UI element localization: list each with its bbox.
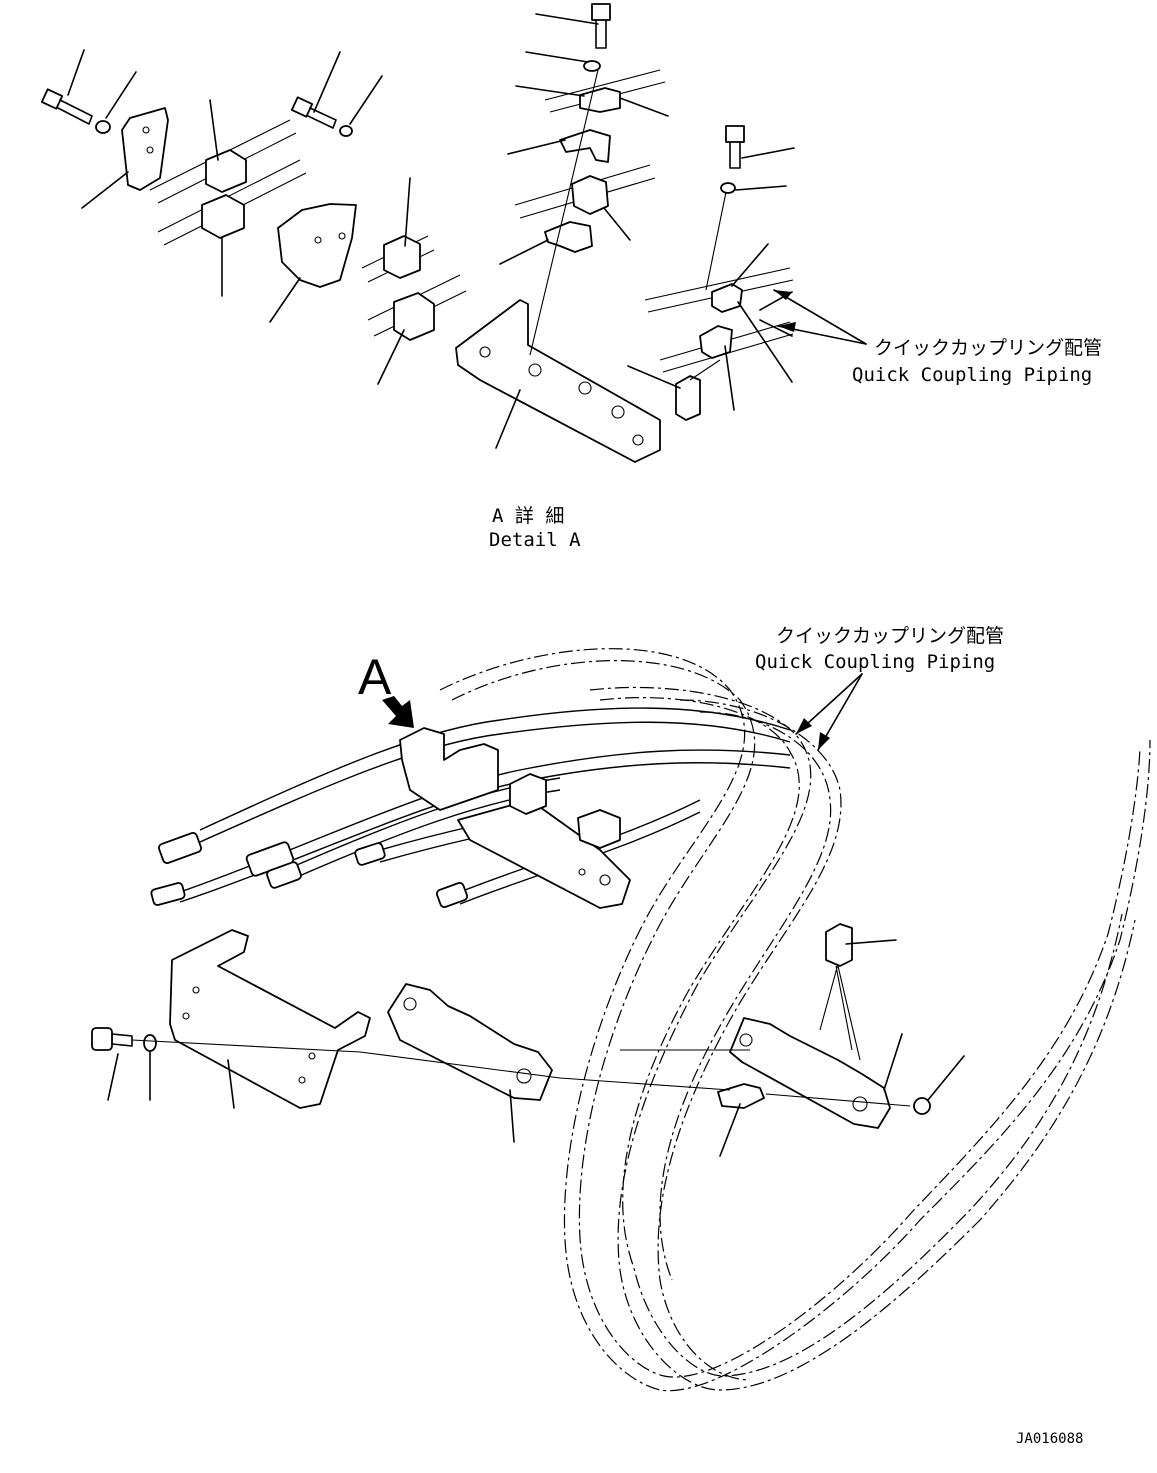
callout-lower-en: Quick Coupling Piping [755,651,995,673]
callout-arrows-upper [773,289,867,345]
hose-fittings [150,831,469,909]
clamp-saddle [544,221,593,253]
washer-lower [143,1034,157,1052]
clamp-right-upper [711,283,743,313]
clamp-block-lower [393,292,435,341]
washer-4 [720,182,736,194]
view-a-arrow [382,696,414,728]
spacer-lower [825,923,853,967]
clamp-block-center [383,235,421,279]
spacer-collar [675,375,701,421]
clamp-block-right [729,1017,891,1129]
bolt-lower [91,1027,133,1051]
bolt-2 [290,96,337,129]
washer-1 [95,120,111,134]
clamp-block-long [387,983,553,1101]
clamp-assembly-main [399,727,631,909]
bolt-3 [591,3,611,49]
clamp-right-lower [699,325,733,359]
bolt-4 [725,125,745,169]
washer-right [913,1097,931,1115]
leader-lines-detail [67,13,795,449]
clamp-collar [571,175,609,215]
drawing-id: JA016088 [1016,1431,1083,1447]
nut-lower [717,1083,765,1109]
callout-upper-jp: クイックカップリング配管 [874,337,1102,359]
detail-a-exploded-view [40,3,867,463]
detail-title-en: Detail A [489,529,581,551]
detail-title-jp: A 詳 細 [492,505,564,527]
bolt-1 [40,88,93,125]
bracket-left [121,107,169,191]
bracket-center [277,203,357,288]
callout-lower-jp: クイックカップリング配管 [776,625,1004,647]
detail-pipes [149,69,794,373]
leader-lines-main [107,939,965,1157]
view-marker-a: A [358,649,392,705]
clamp-ring-top [579,87,621,113]
callout-upper-en: Quick Coupling Piping [852,364,1092,386]
clamp-cap [559,129,611,163]
callout-arrows-lower [795,673,863,751]
washer-2 [339,125,353,137]
bracket-lower [169,929,371,1109]
clamp-blocks-left [201,149,247,239]
hose-loop-dashed [439,648,1151,1392]
main-assembly-view [91,648,1151,1392]
base-plate [455,299,661,463]
washer-3 [583,60,601,72]
